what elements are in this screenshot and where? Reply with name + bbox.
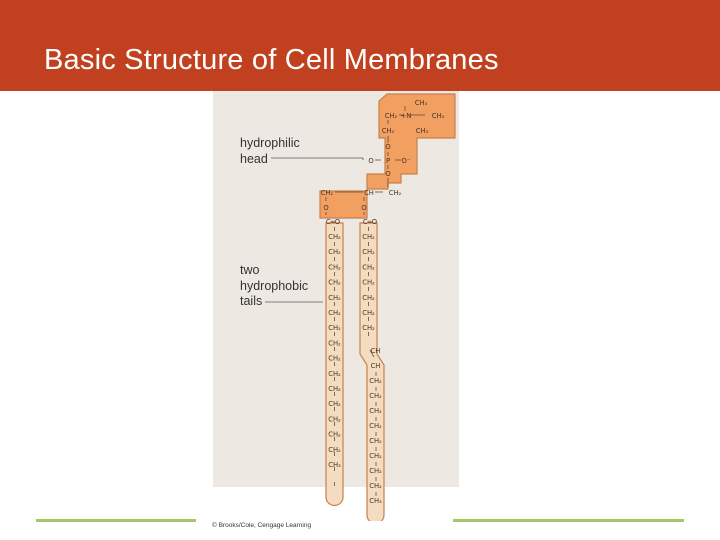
title-bar: Basic Structure of Cell Membranes [0,0,720,91]
callout-head-line1: hydrophilic [240,136,300,150]
right-tail-carbon-label: CH₂ [362,309,375,317]
right-tail-carbon-label: CH₂ [369,452,382,460]
right-tail-carbon-label: CH₂ [362,294,375,302]
right-tail-carbon-label: CH₂ [369,407,382,415]
ester-o-left-label: O [323,204,328,212]
right-tail-carbon-label: CH₂ [362,279,375,287]
left-tail-carbon-label: CH₂ [328,263,341,271]
head-bond-lines [325,106,425,215]
hydrophilic-head-callout: hydrophilic head [240,136,300,167]
phospholipid-figure: CH₃ CH₂ +N CH₃ CH₂ CH₃ O O P O⁻ O CH₂ CH… [213,91,459,521]
right-tail-carbon-label: CH₂ [362,263,375,271]
left-tail-carbon-label: CH₂ [328,339,341,347]
left-tail-carbon-label: CH₂ [328,309,341,317]
left-tail-carbon-label: CH₂ [328,446,341,454]
left-tail-carbon-label: CH₂ [328,415,341,423]
right-tail-carbon-label: CH [371,362,381,370]
left-tail-carbon-label: CH₂ [328,355,341,363]
right-tail-carbon-label: CH₂ [369,422,382,430]
right-tail-carbon-label: CH [371,347,381,355]
callout-tails-line2: hydrophobic [240,278,309,293]
left-tail-carbon-label: CH₂ [328,294,341,302]
head-o-lower-label: O [385,170,390,178]
right-tail-carbon-label: CH₂ [362,248,375,256]
head-o-upper-label: O [385,143,390,151]
left-tail-carbon-label: CH₂ [328,279,341,287]
right-tail-carbon-label: CH₂ [369,467,382,475]
head-o-minus-label: O⁻ [402,157,411,165]
left-tail-carbon-label: CH₃ [328,461,341,469]
glycerol-ch-label: CH [364,189,374,197]
ester-o-right-label: O [361,204,366,212]
phospholipid-diagram: CH₃ CH₂ +N CH₃ CH₂ CH₃ O O P O⁻ O CH₂ CH… [265,93,456,521]
head-n-plus-label: +N [401,112,412,120]
left-tail-carbon-label: CH₂ [328,431,341,439]
carbonyl-right-label: C═O [363,218,377,226]
glycerol-ch2-left-label: CH₂ [321,189,334,197]
right-hydrophobic-tail-shape [359,222,385,521]
callout-tails-line1: two [240,263,260,277]
head-ch3-top-label: CH₃ [415,99,428,107]
head-ch3-mid-label: CH₃ [416,127,429,135]
callout-head-line2: head [240,151,268,166]
accent-rule-left [36,519,196,522]
carbonyl-left-label: C═O [326,218,340,226]
glycerol-ch2-right-label: CH₂ [389,189,402,197]
left-tail-carbon-label: CH₂ [328,248,341,256]
head-o-left-label: O [368,157,373,165]
accent-rule-right [453,519,684,522]
callout-tails-line3: tails [240,294,263,308]
right-tail-carbon-label: CH₂ [362,324,375,332]
left-tail-labels: CH₂ CH₂ CH₂ CH₂ CH₂ CH₂ CH₂ CH₂ CH₂ CH₂ CH₂ CH₂ CH₂ C… [328,233,341,469]
right-tail-carbon-label: CH₂ [362,233,375,241]
right-tail-carbon-label: CH₂ [369,392,382,400]
left-tail-carbon-label: CH₂ [328,385,341,393]
tail-bond-lines [334,227,377,496]
left-tail-carbon-label: CH₂ [328,400,341,408]
left-tail-carbon-label: CH₂ [328,370,341,378]
right-tail-carbon-label: CH₃ [369,497,382,505]
head-ch3-right-label: CH₃ [432,112,445,120]
left-tail-carbon-label: CH₂ [328,324,341,332]
hydrophobic-tails-callout: two hydrophobic tails [240,263,308,310]
right-tail-carbon-label: CH₂ [369,437,382,445]
right-tail-labels: CH₂ CH₂ CH₂ CH₂ CH₂ CH₂ CH₂ CH CH CH₂ CH₂ CH₂ CH₂ CH₂… [362,233,382,505]
head-p-label: P [386,157,390,165]
right-tail-carbon-label: CH₂ [369,482,382,490]
head-ch2-b-label: CH₂ [382,127,395,135]
left-tail-carbon-label: CH₂ [328,233,341,241]
head-ch2-a-label: CH₂ [385,112,398,120]
right-tail-carbon-label: CH₂ [369,377,382,385]
hydrophilic-head-shape [319,93,456,219]
copyright-credit: © Brooks/Cole, Cengage Learning [212,522,312,529]
slide-title: Basic Structure of Cell Membranes [44,44,499,76]
